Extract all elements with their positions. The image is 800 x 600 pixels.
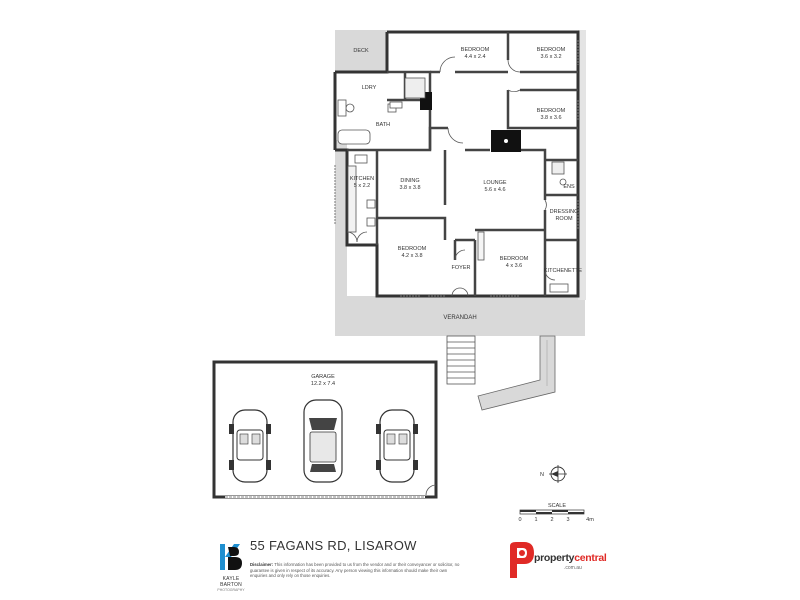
size-dining: 3.8 x 3.8 [399, 185, 420, 191]
verandah-area [335, 296, 585, 336]
scale-tick-4: 4m [586, 517, 594, 523]
label-kitchenette: KITCHENETTE [544, 268, 583, 274]
label-dressing-room-2: ROOM [555, 216, 573, 222]
label-bedroom-4: BEDROOM [398, 246, 427, 252]
door-swings [346, 56, 556, 297]
label-lounge: LOUNGE [483, 180, 507, 186]
size-bedroom-1: 4.4 x 2.4 [464, 54, 485, 60]
garage-door-swing [425, 484, 437, 496]
label-verandah: VERANDAH [443, 315, 476, 321]
agency-logo: propertycentral .com.au [510, 540, 607, 580]
label-dining: DINING [400, 178, 419, 184]
photographer-name: KAYLE BARTON [220, 576, 242, 588]
size-bedroom-5: 4 x 3.6 [506, 263, 523, 269]
label-bath: BATH [376, 122, 390, 128]
size-garage: 12.2 x 7.4 [311, 381, 335, 387]
label-bedroom-5: BEDROOM [500, 256, 529, 262]
deck-area [335, 30, 387, 72]
label-kitchen: KITCHEN [350, 176, 374, 182]
disclaimer: Disclaimer: This information has been pr… [250, 562, 465, 579]
scale-tick-0: 0 [518, 517, 521, 523]
compass-north-label: N [540, 472, 544, 478]
bathtub [337, 129, 371, 145]
scale-label: SCALE [548, 503, 566, 509]
label-bedroom-1: BEDROOM [461, 47, 490, 53]
size-kitchen: 5 x 2.2 [354, 183, 371, 189]
interior-walls [347, 32, 578, 296]
property-address: 55 FAGANS RD, LISAROW [250, 538, 417, 553]
size-bedroom-4: 4.2 x 3.8 [401, 253, 422, 259]
disclaimer-text: This information has been provided to us… [250, 562, 460, 579]
label-ens: ENS [563, 184, 575, 190]
ramp-path [477, 335, 556, 411]
kb-monogram-icon [220, 544, 242, 570]
front-stairs [446, 335, 476, 385]
photographer-sub: PHOTOGRAPHY [217, 588, 245, 592]
fixtures [337, 77, 569, 293]
side-verandah [335, 140, 347, 300]
agency-word-1: property [534, 552, 575, 564]
pc-mark-icon [510, 542, 534, 578]
side-verandah-right [578, 30, 586, 300]
scale-tick-1: 1 [534, 517, 537, 523]
scale-bar [519, 509, 585, 515]
disclaimer-heading: Disclaimer: [250, 562, 274, 567]
agency-wordmark: propertycentral [534, 552, 607, 564]
car-left [229, 409, 271, 483]
car-middle [303, 399, 343, 483]
label-bedroom-2: BEDROOM [537, 47, 566, 53]
size-bedroom-2: 3.6 x 3.2 [540, 54, 561, 60]
label-garage: GARAGE [311, 374, 335, 380]
photographer-logo: KAYLE BARTON PHOTOGRAPHY [212, 544, 250, 592]
car-right [376, 409, 418, 483]
agency-domain: .com.au [564, 565, 582, 571]
label-bedroom-3: BEDROOM [537, 108, 566, 114]
size-bedroom-3: 3.8 x 3.6 [540, 115, 561, 121]
label-dressing-room-1: DRESSING [550, 209, 579, 215]
scale-tick-2: 2 [550, 517, 553, 523]
label-ldry: LDRY [362, 85, 377, 91]
label-foyer: FOYER [452, 265, 471, 271]
label-deck: DECK [353, 48, 369, 54]
windows [334, 40, 579, 297]
size-lounge: 5.6 x 4.6 [484, 187, 505, 193]
scale-tick-3: 3 [566, 517, 569, 523]
north-compass-icon [549, 465, 567, 483]
agency-word-2: central [574, 552, 607, 564]
